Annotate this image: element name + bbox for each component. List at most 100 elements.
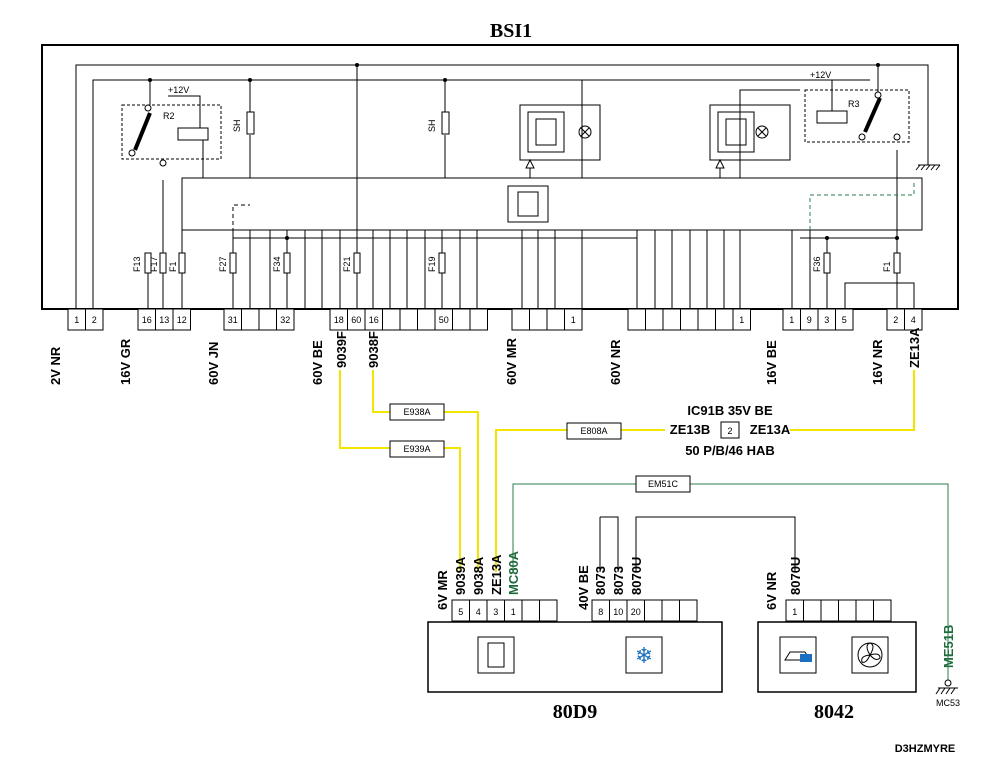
- bsi-title: BSI1: [490, 20, 532, 42]
- connector-pin: [697, 308, 716, 331]
- svg-text:F19: F19: [427, 256, 437, 272]
- svg-text:6V NR: 6V NR: [764, 571, 779, 610]
- connector-pin: [539, 599, 558, 622]
- yellow-wires: [339, 370, 915, 572]
- fuses: F13 F17 F1 F27 F34 F21 F19 F36 F1: [132, 252, 901, 274]
- vehicle-icon: [779, 636, 817, 674]
- svg-text:E938A: E938A: [403, 407, 430, 417]
- svg-text:+12V: +12V: [810, 70, 831, 80]
- pin-number: 3: [493, 607, 498, 617]
- svg-text:F34: F34: [272, 256, 282, 272]
- svg-text:❄: ❄: [635, 643, 653, 668]
- connector-pin: [680, 308, 699, 331]
- svg-text:ZE13B: ZE13B: [670, 422, 710, 437]
- connector-pin: [417, 308, 436, 331]
- pin-number: 32: [280, 315, 290, 325]
- pin-number: 1: [792, 607, 797, 617]
- svg-text:2: 2: [727, 426, 732, 436]
- wire-9039f: 9039F: [334, 331, 349, 368]
- connector-pin: [521, 599, 540, 622]
- svg-text:F13: F13: [132, 256, 142, 272]
- inline-connector-ic91b: IC91B 35V BE ZE13B 2 ZE13A 50 P/B/46 HAB: [670, 403, 791, 458]
- connector-pin: [661, 599, 680, 622]
- svg-text:E939A: E939A: [403, 444, 430, 454]
- svg-text:+12V: +12V: [168, 85, 189, 95]
- connector-pin: [715, 308, 734, 331]
- connector-pin: [276, 308, 295, 331]
- shunt-2: SH: [427, 111, 450, 135]
- connector-pin: [258, 308, 277, 331]
- connector-pin: [529, 308, 548, 331]
- pin-number: 18: [334, 315, 344, 325]
- svg-text:EM51C: EM51C: [648, 479, 679, 489]
- splice-e938a: E938A: [389, 403, 445, 421]
- connector-pin: [627, 308, 646, 331]
- connector-pin: [838, 599, 857, 622]
- connector-pin: [855, 599, 874, 622]
- svg-text:8073: 8073: [611, 566, 626, 595]
- svg-text:SH: SH: [232, 119, 242, 132]
- svg-text:SH: SH: [427, 119, 437, 132]
- connector-label: 60V NR: [608, 339, 623, 385]
- reference-code: D3HZMYRE: [895, 743, 956, 755]
- pin-number: 31: [228, 315, 238, 325]
- connector-pin: [85, 308, 104, 331]
- connector-pin: [172, 308, 191, 331]
- svg-text:40V BE: 40V BE: [576, 565, 591, 610]
- pin-number: 12: [177, 315, 187, 325]
- connector-pin: [835, 308, 854, 331]
- svg-text:8073: 8073: [593, 566, 608, 595]
- bsi-connector-2: 31 32 60V JN: [206, 308, 295, 385]
- splice-em51c: EM51C: [635, 475, 691, 493]
- chip-icon: [477, 636, 515, 674]
- bsi-module-2: [709, 104, 791, 161]
- svg-text:ZE13A: ZE13A: [489, 554, 504, 595]
- svg-text:R3: R3: [848, 99, 860, 109]
- bsi-module-1: [519, 104, 601, 161]
- svg-text:8070U: 8070U: [788, 557, 803, 595]
- pin-number: 4: [911, 315, 916, 325]
- pin-number: 1: [74, 315, 79, 325]
- svg-text:6V MR: 6V MR: [435, 570, 450, 610]
- connector-label: 60V JN: [206, 342, 221, 385]
- connector-label: 16V GR: [118, 338, 133, 385]
- svg-text:9038A: 9038A: [471, 556, 486, 595]
- svg-text:MC80A: MC80A: [506, 550, 521, 595]
- svg-text:50 P/B/46 HAB: 50 P/B/46 HAB: [685, 443, 775, 458]
- svg-text:F27: F27: [218, 256, 228, 272]
- svg-text:8070U: 8070U: [629, 557, 644, 595]
- pin-number: 1: [571, 315, 576, 325]
- connector-pin: [732, 308, 751, 331]
- svg-text:F1: F1: [168, 261, 178, 272]
- pin-number: 1: [511, 607, 516, 617]
- ecu-80d9: 80D9 ❄ 6V MR 9039A 9038A ZE13A MC80A 40V…: [427, 516, 796, 723]
- pin-number: 13: [159, 315, 169, 325]
- svg-text:F17: F17: [149, 256, 159, 272]
- connector-pin: [820, 599, 839, 622]
- splice-e939a: E939A: [389, 440, 445, 458]
- svg-text:9039A: 9039A: [453, 556, 468, 595]
- pin-number: 2: [893, 315, 898, 325]
- relay-r2: +12V R2: [121, 85, 222, 178]
- connector-pin: [873, 599, 892, 622]
- pin-number: 3: [824, 315, 829, 325]
- pin-number: 20: [631, 607, 641, 617]
- pin-number: 60: [351, 315, 361, 325]
- svg-text:8042: 8042: [814, 701, 854, 723]
- pin-number: 1: [789, 315, 794, 325]
- svg-text:MC53: MC53: [936, 698, 960, 708]
- svg-text:F1: F1: [882, 261, 892, 272]
- pin-number: 5: [842, 315, 847, 325]
- connector-pin: [803, 599, 822, 622]
- shunt-1: SH: [232, 111, 255, 135]
- pin-number: 50: [439, 315, 449, 325]
